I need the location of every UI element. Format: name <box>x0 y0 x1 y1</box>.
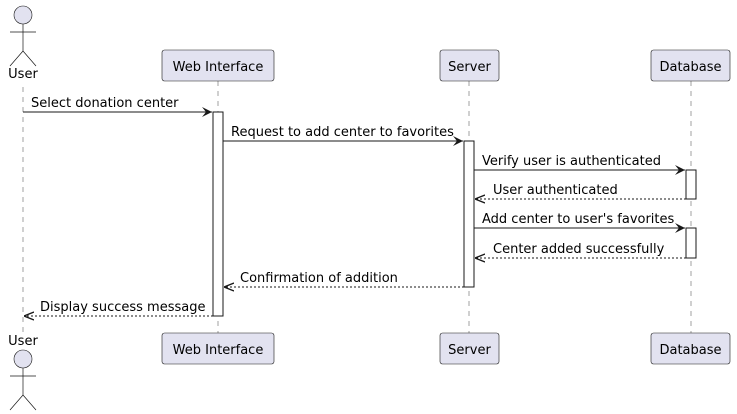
actor-user-top: User <box>8 5 38 82</box>
message-1-label: Select donation center <box>31 96 179 111</box>
activation-web-interface <box>212 111 224 317</box>
message-4: User authenticated <box>475 183 686 199</box>
actor-user-bottom-label: User <box>8 334 38 349</box>
message-4-label: User authenticated <box>493 183 618 198</box>
message-8: Display success message <box>24 300 213 316</box>
message-7: Confirmation of addition <box>224 271 464 287</box>
message-3: Verify user is authenticated <box>474 154 685 175</box>
message-5-label: Add center to user's favorites <box>482 212 675 227</box>
participant-database-bottom-label: Database <box>659 343 721 358</box>
actor-user-top-label: User <box>8 67 38 82</box>
message-1: Select donation center <box>23 96 212 117</box>
message-6-label: Center added successfully <box>493 242 665 257</box>
participant-database-top-label: Database <box>659 60 721 75</box>
activation-database-2 <box>685 227 697 259</box>
message-6: Center added successfully <box>475 242 686 258</box>
actor-user-top-icon <box>13 5 33 25</box>
message-3-label: Verify user is authenticated <box>482 154 661 169</box>
message-2: Request to add center to favorites <box>223 125 463 146</box>
participant-web-interface-top: Web Interface <box>161 49 275 82</box>
participant-server-top: Server <box>439 49 500 82</box>
message-8-label: Display success message <box>40 300 205 315</box>
activation-database-1 <box>685 169 697 200</box>
participant-server-bottom: Server <box>439 332 500 365</box>
actor-user-bottom-icon <box>13 349 33 369</box>
message-2-label: Request to add center to favorites <box>231 125 454 140</box>
participant-server-top-label: Server <box>448 60 491 75</box>
participant-database-bottom: Database <box>650 332 731 365</box>
participant-web-interface-bottom-label: Web Interface <box>173 343 264 358</box>
participant-server-bottom-label: Server <box>448 343 491 358</box>
participant-web-interface-top-label: Web Interface <box>173 60 264 75</box>
participant-web-interface-bottom: Web Interface <box>161 332 275 365</box>
participant-database-top: Database <box>650 49 731 82</box>
actor-user-bottom: User <box>8 334 38 411</box>
message-5: Add center to user's favorites <box>474 212 685 233</box>
activation-server <box>463 140 475 288</box>
message-7-label: Confirmation of addition <box>240 271 398 286</box>
